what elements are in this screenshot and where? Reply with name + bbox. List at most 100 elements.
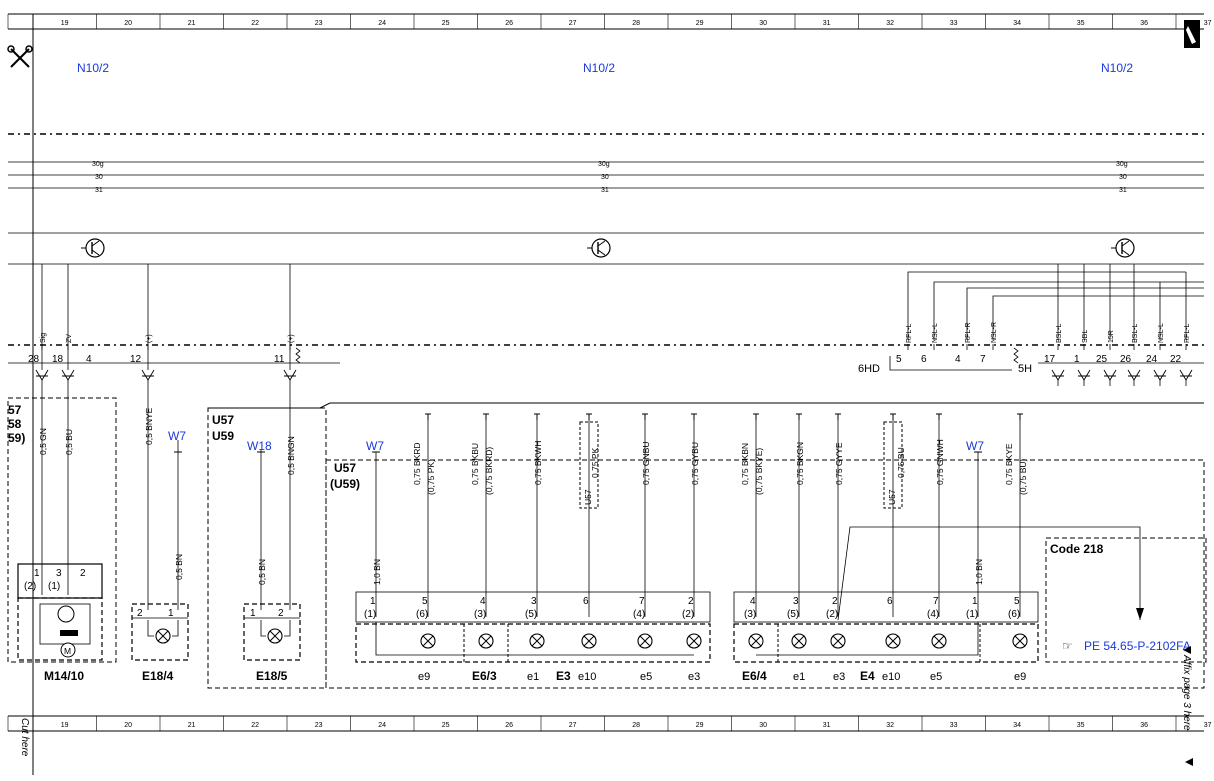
plug-arrow-icon — [1051, 369, 1065, 381]
ruler-column-label: 24 — [378, 20, 386, 27]
ruler-column-label: 36 — [1140, 722, 1148, 729]
pin-number-alt: (3) — [744, 609, 756, 620]
connector-pin-function: BSL-L — [1132, 323, 1139, 343]
wire-color-label: 0,75 BKBN — [740, 443, 750, 485]
lamp-label: e5 — [640, 671, 652, 683]
wire-color-label: 0,75 BKRD — [412, 442, 422, 485]
pin-number-alt: (3) — [474, 609, 486, 620]
connector-pin-function: ZV — [66, 334, 73, 343]
component-e3 — [355, 623, 711, 663]
pin-number-alt: (2) — [826, 609, 838, 620]
pin-number-alt: (1) — [966, 609, 978, 620]
pin-number-alt: (2) — [682, 609, 694, 620]
partial-label-b: 58 — [8, 417, 22, 431]
ground-label-w7: W7 — [966, 439, 984, 453]
bus-label-31-mid: 31 — [601, 187, 609, 194]
wire-color-label: 0,75 BKYE — [1004, 443, 1014, 485]
plug-arrow-icon — [1077, 369, 1091, 381]
group-u57: U57 — [212, 413, 234, 427]
connector-pin-number: 12 — [130, 354, 142, 365]
ruler-column-label: 30 — [759, 722, 767, 729]
ruler-column-label: 33 — [950, 20, 958, 27]
connector-block — [355, 591, 711, 623]
pin-number: 6 — [583, 596, 589, 607]
code-218-label: Code 218 — [1050, 542, 1104, 556]
inner-group-u57: U57 — [334, 461, 356, 475]
component-e4 — [733, 623, 1039, 663]
lamp-label: e3 — [833, 671, 845, 683]
ruler-column-label: 25 — [442, 722, 450, 729]
ruler-column-label: 21 — [188, 722, 196, 729]
transistor-icon — [81, 238, 105, 258]
ruler-column-label: 37 — [1204, 722, 1212, 729]
wire-color-label: 0,75 BU — [896, 447, 906, 478]
plug-arrow-icon — [1153, 369, 1167, 381]
wire-color-label: 0,5 BU — [64, 429, 74, 455]
connector-pin-number: 11 — [274, 354, 285, 365]
component-e18-4 — [131, 603, 189, 661]
connector-pin-number: 5 — [896, 354, 902, 365]
wire-color-label: 0,75 BKBU — [470, 443, 480, 485]
pin-number-alt: (5) — [525, 609, 537, 620]
connector-pin-number: 1 — [1074, 354, 1080, 365]
ruler-column-label: 22 — [251, 722, 259, 729]
connector-pin-function: NSL-L — [932, 323, 939, 343]
ruler-column-label: 31 — [823, 20, 831, 27]
plug-arrow-icon — [141, 369, 155, 381]
ruler-column-label: 36 — [1140, 20, 1148, 27]
ruler-column-label: 22 — [251, 20, 259, 27]
ruler-column-label: 27 — [569, 722, 577, 729]
ruler-column-label: 26 — [505, 722, 513, 729]
ecu-label-left: N10/2 — [77, 61, 109, 75]
pin-number: 3 — [531, 596, 537, 607]
component-label-e4: E4 — [860, 669, 875, 683]
motor-glyph: M — [64, 646, 71, 656]
scissors-icon — [7, 45, 33, 68]
wire-color-label: 0,75 BKWH — [533, 441, 543, 485]
bus-label-30g-mid: 30g — [598, 161, 610, 168]
bus-label-30g-right: 30g — [1116, 161, 1128, 168]
ruler-column-label: 29 — [696, 722, 704, 729]
wire-color-label: (0,75 BKYE) — [754, 448, 764, 495]
lamp-label: e9 — [418, 671, 430, 683]
connector-pin-number: 24 — [1146, 354, 1158, 365]
option-tag-u57: U57 — [583, 489, 593, 505]
wire-color-label: 1,0 BN — [372, 559, 382, 585]
ground-label-w7: W7 — [168, 429, 186, 443]
ruler-column-label: 33 — [950, 722, 958, 729]
connector-pin-function: 15R — [1108, 330, 1115, 343]
ecu-label-mid: N10/2 — [583, 61, 615, 75]
wire-color-label: (0,75 PK) — [426, 459, 436, 495]
ruler-column-label: 27 — [569, 20, 577, 27]
ref-link-text[interactable]: PE 54.65-P-2102FA — [1084, 639, 1191, 653]
ruler-column-label: 37 — [1204, 20, 1212, 27]
cut-here-text: Cut here — [19, 718, 30, 757]
pin-number: 7 — [933, 596, 939, 607]
ruler-column-label: 30 — [759, 20, 767, 27]
pin-number: 1 — [370, 596, 376, 607]
ruler-column-label: 34 — [1013, 20, 1021, 27]
pin-number: 2 — [688, 596, 694, 607]
ref-link[interactable]: ☞ PE 54.65-P-2102FA — [1062, 639, 1191, 653]
lamp-label: e1 — [793, 671, 805, 683]
connector-pin-function: (+) — [146, 334, 153, 343]
wire-color-label: 0,5 BNYE — [144, 407, 154, 445]
ruler-column-label: 25 — [442, 20, 450, 27]
lamp-label: e5 — [930, 671, 942, 683]
pin-number-alt: (4) — [927, 609, 939, 620]
ruler-column-label: 21 — [188, 20, 196, 27]
pin-number-alt: (1) — [48, 581, 60, 592]
connector-pin-number: 26 — [1120, 354, 1132, 365]
pin-number-alt: (4) — [633, 609, 645, 620]
ruler-column-label: 32 — [886, 722, 894, 729]
ruler-column-label: 23 — [315, 722, 323, 729]
wire-color-label: (0,75 BU) — [1018, 458, 1028, 495]
component-label-e6-3: E6/3 — [472, 669, 497, 683]
component-e18-5 — [243, 603, 301, 661]
ground-label-w7: W7 — [366, 439, 384, 453]
group-u59: U59 — [212, 429, 234, 443]
transistor-icon — [57, 605, 75, 623]
pin-number: 1 — [168, 608, 174, 619]
component-label-e6-4: E6/4 — [742, 669, 767, 683]
